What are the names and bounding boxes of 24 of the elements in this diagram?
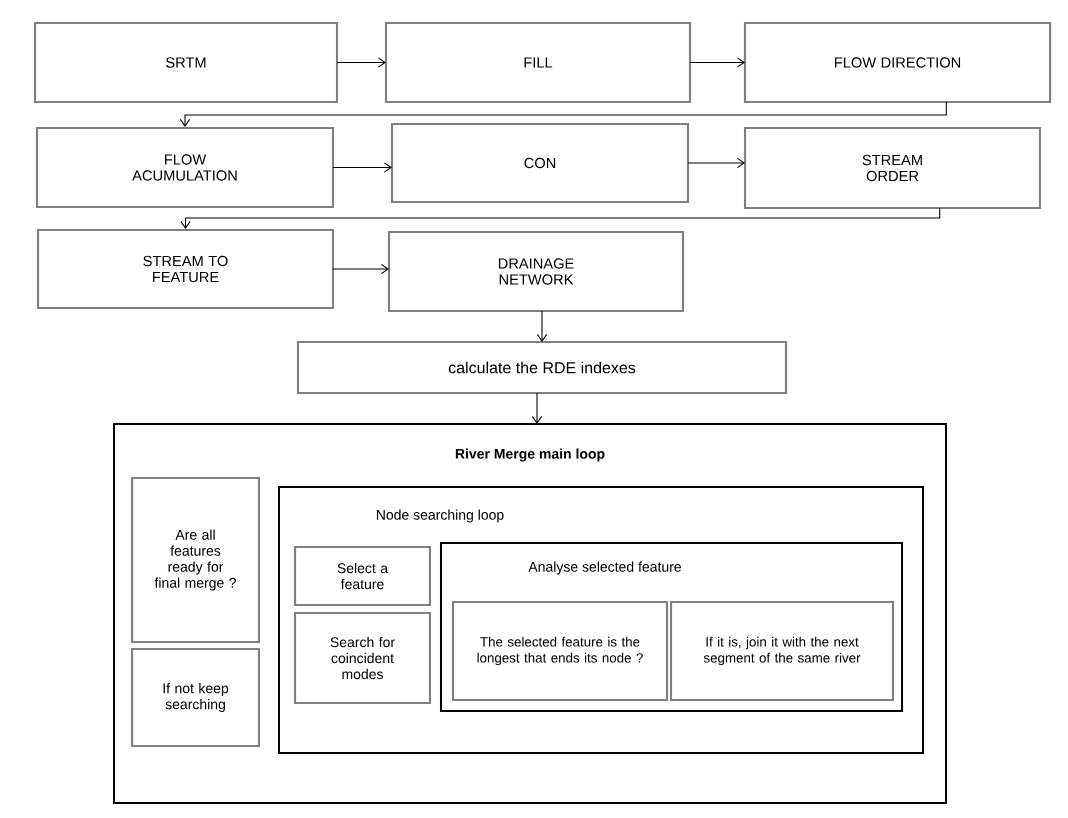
arrow [687, 157, 745, 169]
arrow [336, 57, 386, 68]
process-box: FLOW ACUMULATION [35, 126, 335, 209]
arrow [180, 207, 941, 229]
arrow [332, 162, 392, 173]
process-box: The selected feature is the longest that ends its node ? [451, 600, 669, 702]
arrow [689, 57, 745, 68]
process-box: SRTM [33, 21, 339, 104]
process-box: FILL [384, 21, 692, 104]
process-box: calculate the RDE indexes [296, 340, 788, 395]
process-box: Are all features ready for final merge ? [130, 476, 261, 644]
process-box: CON [390, 122, 690, 204]
process-box: STREAM ORDER [743, 126, 1042, 210]
process-box: If it is, join it with the next segment of the same river [669, 600, 895, 702]
process-box: If not keep searching [130, 647, 261, 748]
process-box: DRAINAGE NETWORK [387, 230, 685, 313]
arrow [332, 263, 389, 275]
arrow [179, 101, 947, 127]
process-box: STREAM TO FEATURE [36, 228, 335, 310]
arrow [536, 310, 548, 342]
process-box: Select a feature [293, 545, 432, 607]
process-box: FLOW DIRECTION [743, 21, 1052, 104]
process-box: Search for coincident modes [293, 611, 432, 705]
arrow [531, 392, 543, 424]
